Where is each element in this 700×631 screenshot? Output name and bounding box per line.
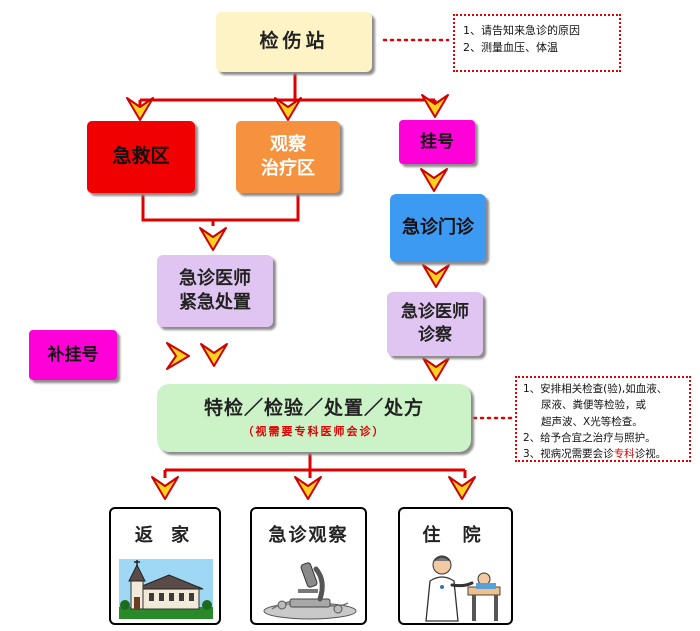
microscope-icon bbox=[263, 562, 357, 620]
arrow-to-main-process bbox=[422, 357, 450, 381]
tests-treatment-prescription: 特检／检验／处置／处方 （视需要专科医师会诊） bbox=[157, 384, 471, 452]
er-clinic-label: 急诊门诊 bbox=[402, 216, 474, 238]
treatment-note-item: 1、安排相关检查(验),如血液、 bbox=[523, 383, 668, 395]
observation-label-line1: 观察 bbox=[270, 133, 306, 155]
doctor-patient-icon bbox=[425, 555, 501, 622]
er-doctor-examination: 急诊医师 诊察 bbox=[387, 292, 483, 356]
triage-note-item: 1、请告知来急诊的原因 bbox=[463, 24, 580, 37]
note-highlight: 专科 bbox=[613, 448, 635, 461]
arrow-from-er-doctor-left bbox=[200, 343, 228, 367]
er-clinic: 急诊门诊 bbox=[390, 194, 486, 262]
outcome-observation-label: 急诊观察 bbox=[268, 525, 349, 546]
triage-note-item: 2、测量血压、体温 bbox=[463, 41, 558, 55]
triage-station: 检伤站 bbox=[216, 12, 372, 72]
main-title: 特检／检验／处置／处方 bbox=[203, 397, 424, 420]
main-subtitle: （视需要专科医师会诊） bbox=[242, 424, 386, 438]
note-text: 3、视病况需要会诊 bbox=[523, 448, 614, 461]
outcome-admission-label: 住 院 bbox=[422, 525, 489, 546]
arrow-to-observation bbox=[294, 476, 322, 500]
outcome-home-label: 返 家 bbox=[134, 525, 196, 546]
arrow-to-observation-area bbox=[274, 97, 302, 121]
arrow-from-supplementary-registration bbox=[166, 342, 190, 370]
outcome-hospital-admission: 住 院 bbox=[398, 507, 513, 625]
registration: 挂号 bbox=[399, 120, 475, 164]
er-doctor-right-line1: 急诊医师 bbox=[401, 302, 469, 323]
arrow-to-er-doctor-right bbox=[422, 264, 450, 288]
triage-label: 检伤站 bbox=[259, 30, 329, 53]
triage-note: 1、请告知来急诊的原因 2、测量血压、体温 bbox=[453, 14, 621, 72]
er-doctor-left-line2: 紧急处置 bbox=[179, 292, 251, 313]
emergency-area: 急救区 bbox=[87, 121, 195, 193]
treatment-note-item: 尿液、粪便等检验，或 bbox=[541, 399, 646, 412]
outcome-return-home: 返 家 bbox=[109, 507, 221, 625]
registration-label: 挂号 bbox=[420, 131, 454, 152]
treatment-note: 1、安排相关检查(验),如血液、 尿液、粪便等检验，或 超声波、X光等检查。 2… bbox=[515, 376, 691, 462]
arrow-to-er-clinic bbox=[420, 168, 448, 192]
merge-line bbox=[141, 193, 300, 222]
treatment-note-item: 2、给予合宜之治疗与照护。 bbox=[523, 431, 656, 444]
er-doctor-left-line1: 急诊医师 bbox=[179, 267, 251, 289]
outcome-emergency-observation: 急诊观察 bbox=[250, 507, 367, 625]
arrow-to-registration bbox=[421, 94, 449, 118]
observation-label-line2: 治疗区 bbox=[261, 158, 315, 179]
note-text: 诊视。 bbox=[634, 448, 667, 461]
church-house-icon bbox=[119, 559, 213, 619]
treatment-note-item: 3、视病况需要会诊专科诊视。 bbox=[523, 446, 683, 462]
arrow-to-er-doctor-left bbox=[199, 227, 227, 251]
treatment-note-item: 超声波、X光等检查。 bbox=[541, 415, 643, 428]
er-doctor-emergency-treatment: 急诊医师 紧急处置 bbox=[157, 255, 273, 327]
supplementary-registration-label: 补挂号 bbox=[47, 344, 99, 365]
supplementary-registration: 补挂号 bbox=[29, 330, 117, 380]
emergency-area-label: 急救区 bbox=[112, 145, 170, 168]
er-doctor-right-line2: 诊察 bbox=[418, 325, 452, 345]
arrow-to-admission bbox=[448, 476, 476, 500]
arrow-to-return-home bbox=[151, 476, 179, 500]
observation-treatment-area: 观察 治疗区 bbox=[236, 121, 340, 193]
arrow-to-emergency-area bbox=[126, 97, 154, 121]
